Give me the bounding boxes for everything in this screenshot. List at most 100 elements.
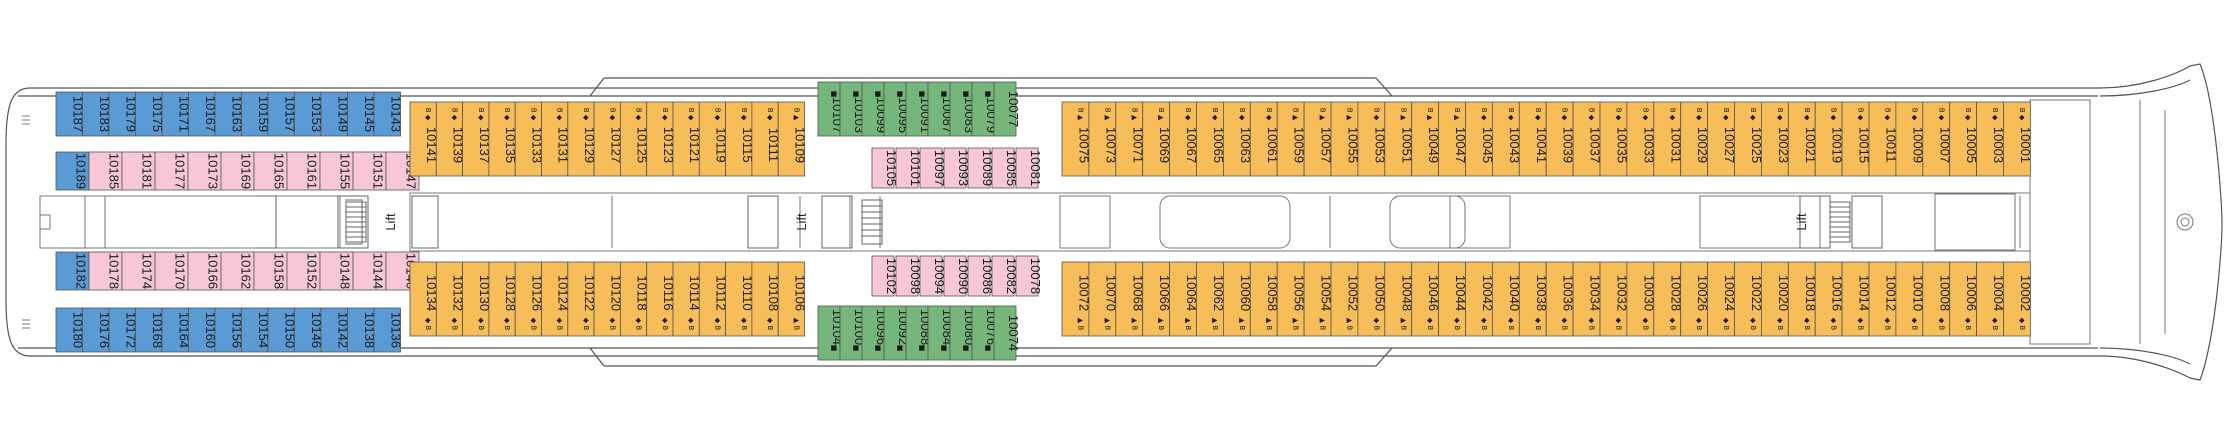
cabin[interactable]: 10178 <box>88 251 123 291</box>
cabin[interactable]: 10185 <box>88 151 123 191</box>
cabin[interactable]: 10150 <box>267 307 297 353</box>
cabin[interactable]: 10183 <box>82 91 112 137</box>
cabin[interactable]: 10056▲ B <box>1276 261 1307 337</box>
cabin[interactable]: 10180 <box>55 307 85 353</box>
cabin[interactable]: 10142 <box>320 307 350 353</box>
cabin[interactable]: 10070▲ B <box>1088 261 1118 337</box>
cabin[interactable]: 10094 <box>919 255 947 297</box>
cabin[interactable]: 10002◆ B <box>2003 261 2033 337</box>
cabin[interactable]: 10143 <box>373 91 403 137</box>
cabin[interactable]: 10006◆ B <box>1949 261 1979 337</box>
cabin[interactable]: 10034◆ B <box>1572 261 1603 337</box>
cabin[interactable]: 10167 <box>188 91 218 137</box>
cabin[interactable]: 10030◆ B <box>1626 261 1656 337</box>
cabin[interactable]: 10032◆ B <box>1599 261 1629 337</box>
cabin[interactable]: 10138 <box>347 307 377 353</box>
cabin[interactable]: 10164 <box>161 307 191 353</box>
cabin[interactable]: 10153 <box>294 91 324 137</box>
cabin[interactable]: 10157 <box>267 91 297 137</box>
cabin[interactable]: 10068▲ B <box>1115 261 1145 337</box>
cabin[interactable]: 10149 <box>320 91 350 137</box>
cabin[interactable]: 10126◆ B <box>514 261 544 337</box>
cabin[interactable]: 10090 <box>943 255 971 297</box>
cabin[interactable]: 10008◆ B <box>1922 261 1952 337</box>
cabin[interactable]: 10054▲ B <box>1303 261 1334 337</box>
cabin[interactable]: 10093 <box>943 147 971 189</box>
cabin[interactable]: 10048▲ B <box>1384 261 1414 337</box>
cabin[interactable]: 10173 <box>187 151 222 191</box>
cabin[interactable]: 10161 <box>286 151 321 191</box>
cabin[interactable]: 10152 <box>286 251 321 291</box>
cabin[interactable]: 10010◆ B <box>1895 261 1925 337</box>
cabin[interactable]: 10036◆ B <box>1545 261 1576 337</box>
cabin[interactable]: 10072▲ B <box>1061 261 1091 337</box>
cabin[interactable]: 10174 <box>121 251 156 291</box>
cabin[interactable]: 10108◆ B <box>751 261 781 337</box>
cabin[interactable]: 10116◆ B <box>646 261 676 337</box>
cabin[interactable]: 10038◆ B <box>1518 261 1549 337</box>
cabin[interactable]: 10130◆ B <box>462 261 492 337</box>
cabin[interactable]: 10189 <box>55 151 90 191</box>
cabin[interactable]: 10042◆ B <box>1465 261 1495 337</box>
cabin[interactable]: 10004◆ B <box>1976 261 2006 337</box>
cabin[interactable]: 10144 <box>352 251 387 291</box>
cabin[interactable]: 10012◆ B <box>1868 261 1898 337</box>
cabin[interactable]: 10097 <box>919 147 947 189</box>
cabin[interactable]: 10172 <box>108 307 138 353</box>
cabin[interactable]: 10159 <box>241 91 271 137</box>
cabin[interactable]: 10165 <box>253 151 288 191</box>
cabin[interactable]: 10158 <box>253 251 288 291</box>
cabin[interactable]: 10085 <box>991 147 1019 189</box>
cabin[interactable]: 10132◆ B <box>435 261 465 337</box>
cabin[interactable]: 10134◆ B <box>409 261 439 337</box>
cabin[interactable]: 10016◆ B <box>1814 261 1845 337</box>
cabin[interactable]: 10022◆ B <box>1734 261 1764 337</box>
cabin[interactable]: 10089 <box>967 147 995 189</box>
cabin[interactable]: 10058▲ B <box>1249 261 1280 337</box>
cabin[interactable]: 10124◆ B <box>541 261 571 337</box>
cabin[interactable]: 10179 <box>108 91 138 137</box>
cabin[interactable]: 10128◆ B <box>488 261 518 337</box>
cabin[interactable]: 10112◆ B <box>698 261 728 337</box>
cabin[interactable]: 10171 <box>161 91 191 137</box>
cabin[interactable]: 10120◆ B <box>593 261 623 337</box>
cabin[interactable]: 10086 <box>967 255 995 297</box>
cabin[interactable]: 10046◆ B <box>1411 261 1441 337</box>
cabin[interactable]: 10020◆ B <box>1761 261 1791 337</box>
cabin[interactable]: 10074 <box>993 305 1021 361</box>
cabin[interactable]: 10105 <box>871 147 899 189</box>
cabin[interactable]: 10155 <box>319 151 354 191</box>
cabin[interactable]: 10052▲ B <box>1330 261 1360 337</box>
cabin[interactable]: 10028◆ B <box>1653 261 1683 337</box>
